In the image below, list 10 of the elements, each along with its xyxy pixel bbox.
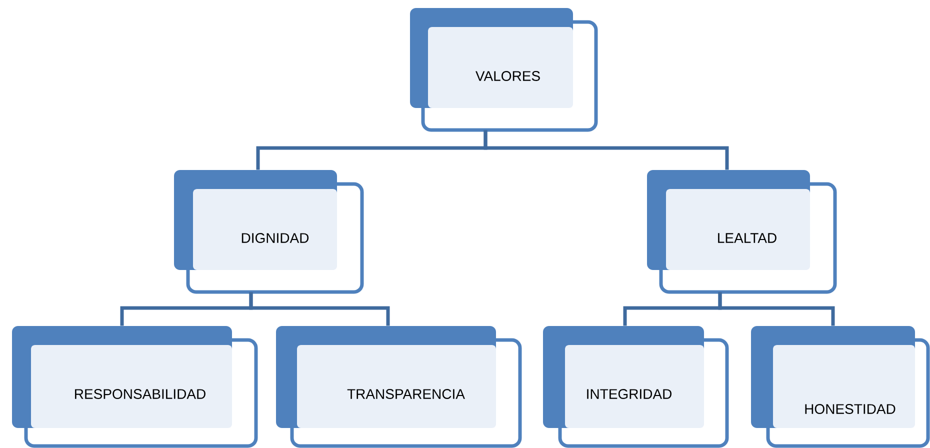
stacked-box: TRANSPARENCIA <box>276 326 522 448</box>
stacked-box: RESPONSABILIDAD <box>12 326 258 448</box>
connector <box>484 130 729 170</box>
stacked-box: HONESTIDAD <box>751 326 930 448</box>
connector <box>249 292 390 326</box>
connector <box>718 292 835 326</box>
stacked-box: INTEGRIDAD <box>543 326 729 448</box>
stacked-box: DIGNIDAD <box>174 170 364 294</box>
stacked-box: VALORES <box>410 8 598 132</box>
stacked-box: LEALTAD <box>647 170 837 294</box>
